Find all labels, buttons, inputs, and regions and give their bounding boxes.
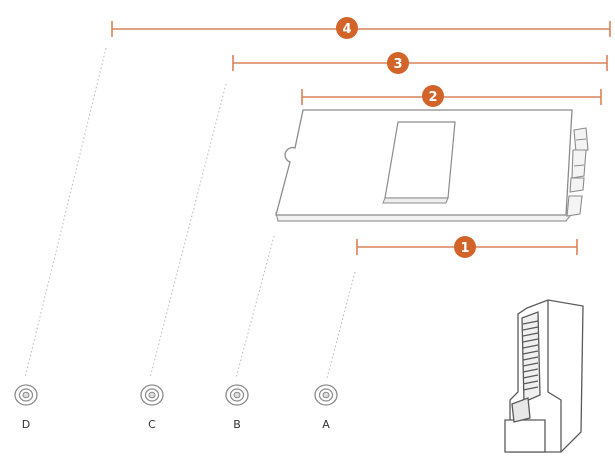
- socket-pins: [522, 320, 539, 391]
- guide-line-a: [326, 271, 356, 379]
- callout-badge-3: [387, 52, 409, 74]
- screw-label-a: A: [322, 418, 330, 431]
- screw-label-b: B: [233, 418, 241, 431]
- screw-standoff-a: A: [314, 384, 338, 431]
- guide-lines: [24, 47, 356, 379]
- card-connector-end: [566, 127, 589, 217]
- dimension-line-3: 3: [232, 52, 608, 74]
- callout-badge-1: [454, 236, 476, 258]
- dimension-line-2: 2: [301, 85, 602, 107]
- socket-base: [504, 419, 546, 453]
- m2-socket: [504, 299, 584, 453]
- callout-label-4: 4: [342, 22, 351, 37]
- ssd-chip: [384, 121, 456, 199]
- dimension-line-4: 4: [111, 17, 611, 39]
- callout-label-3: 3: [393, 57, 402, 72]
- socket-latch: [511, 397, 531, 423]
- screw-standoff-d: D: [14, 384, 38, 431]
- callout-label-2: 2: [428, 90, 437, 105]
- socket-slot: [521, 311, 541, 403]
- ssd-chip-side: [382, 197, 449, 204]
- screw-standoff-b: B: [225, 384, 249, 431]
- screw-standoff-c: C: [140, 384, 164, 431]
- dimension-line-1: 1: [356, 236, 578, 258]
- screw-label-d: D: [22, 418, 30, 431]
- callout-label-1: 1: [460, 241, 469, 256]
- screw-label-c: C: [148, 418, 156, 431]
- callout-badge-4: [336, 17, 358, 39]
- callout-badge-2: [422, 85, 444, 107]
- guide-line-b: [235, 235, 275, 379]
- guide-line-d: [24, 47, 107, 379]
- m2-ssd-card: [275, 109, 589, 222]
- guide-line-c: [149, 83, 227, 379]
- socket-front-face: [547, 300, 562, 452]
